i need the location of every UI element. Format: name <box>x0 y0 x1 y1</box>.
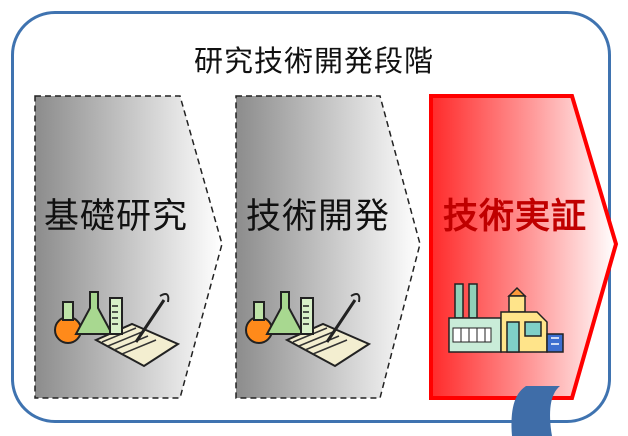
stage-label-tech-demonstration: 技術実証 <box>443 197 588 237</box>
pointer-arrow <box>511 386 560 436</box>
lab-flask-notebook-icon <box>52 282 182 376</box>
stage-label-tech-development: 技術開発 <box>246 197 391 237</box>
lab-flask-notebook-icon <box>243 282 373 376</box>
stage-heading: 研究技術開発段階 <box>193 44 434 78</box>
factory-icon <box>447 282 567 362</box>
stage-label-basic-research: 基礎研究 <box>44 197 189 237</box>
